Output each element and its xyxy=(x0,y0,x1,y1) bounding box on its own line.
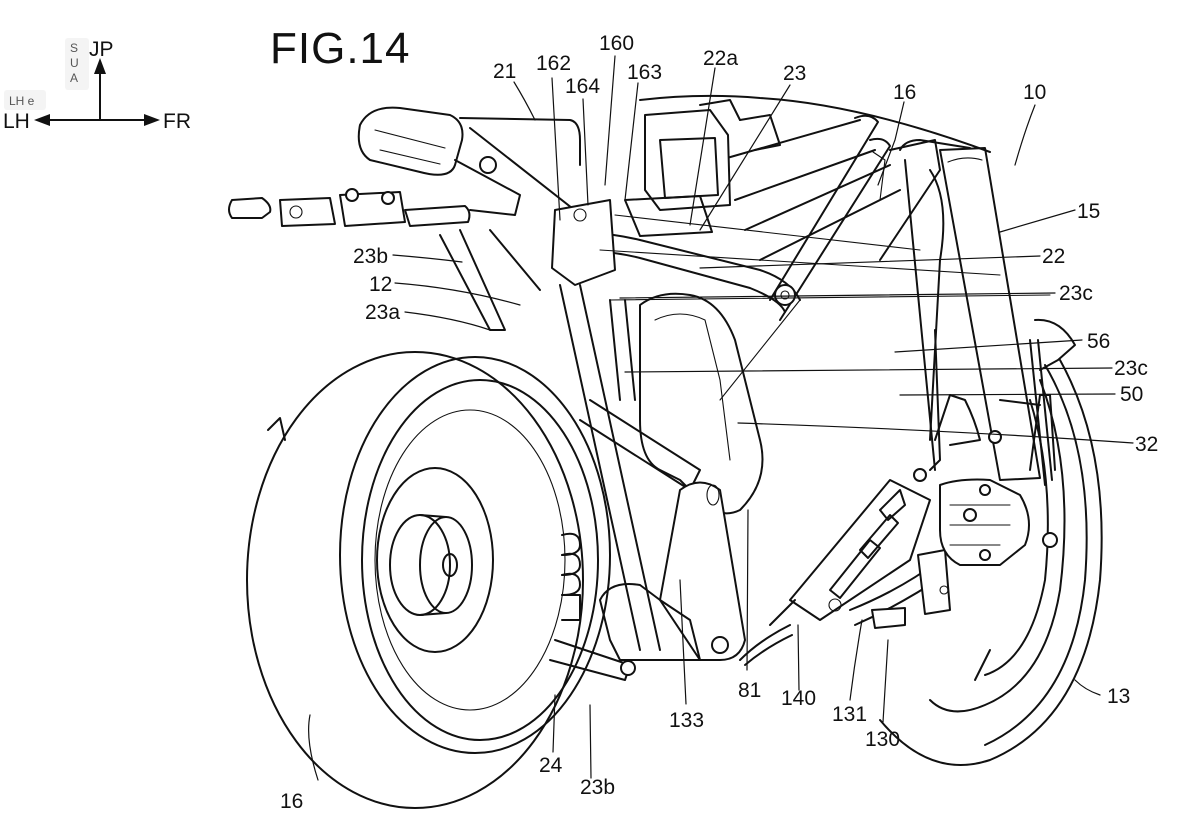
motorcycle-drawing xyxy=(228,94,1103,809)
leader-lines xyxy=(308,55,1134,781)
ref-label: 23c xyxy=(1059,282,1093,305)
leader-162 xyxy=(551,77,561,221)
ref-label: 13 xyxy=(1107,685,1130,708)
stand-assembly xyxy=(739,479,951,666)
lower-housing xyxy=(599,583,701,661)
front-fender xyxy=(1034,318,1076,371)
right-arrow-icon xyxy=(144,114,160,126)
leader-15 xyxy=(999,209,1076,233)
ref-label: 23c xyxy=(1114,357,1148,380)
overlay-letter-s: S xyxy=(70,41,78,55)
leader-32 xyxy=(737,422,1134,444)
rear-shock xyxy=(549,532,636,681)
up-arrow-icon xyxy=(94,58,106,74)
leader-23 xyxy=(689,67,716,226)
ref-label: 130 xyxy=(865,728,900,751)
ref-label: 133 xyxy=(669,709,704,732)
leader-22 xyxy=(513,81,536,121)
ref-label: 163 xyxy=(627,61,662,84)
leader-140 xyxy=(797,624,800,691)
main-frame-tubes xyxy=(719,114,945,441)
leader-10 xyxy=(1014,104,1036,166)
ref-label: 23a xyxy=(365,301,400,324)
leader-12 xyxy=(394,282,521,306)
ref-label: 23 xyxy=(783,62,806,85)
handle-assembly-left xyxy=(228,188,471,227)
orientation-indicator: S U A LH e JP LH FR xyxy=(3,38,191,133)
leader-23b-left xyxy=(404,311,491,331)
leader-23c-right xyxy=(619,292,1056,299)
rear-subframe xyxy=(439,199,661,651)
ref-label: 16 xyxy=(280,790,303,813)
ref-label: 81 xyxy=(738,679,761,702)
left-arrow-icon xyxy=(34,114,50,126)
leader-13 xyxy=(1074,679,1101,696)
ref-label: 12 xyxy=(369,273,392,296)
leader-160 xyxy=(604,55,616,186)
power-unit xyxy=(579,292,764,515)
seat-frame xyxy=(357,106,601,231)
ref-label: 16 xyxy=(893,81,916,104)
upper-cover-outline xyxy=(639,94,991,153)
ref-label: 162 xyxy=(536,52,571,75)
leader-56 xyxy=(894,339,1083,353)
figure-title: FIG.14 xyxy=(270,24,411,73)
leader-23b-right xyxy=(624,367,1113,373)
axis-label-up: JP xyxy=(89,38,114,61)
leader-130 xyxy=(882,639,889,723)
axis-label-left: LH xyxy=(3,110,30,133)
ref-label: 23b xyxy=(580,776,615,799)
ref-label: 22 xyxy=(1042,245,1065,268)
control-unit-block xyxy=(624,99,781,237)
leader-22a xyxy=(699,255,1041,269)
leader-81 xyxy=(746,509,749,671)
ref-label: 131 xyxy=(832,703,867,726)
ref-label: 164 xyxy=(565,75,600,98)
leader-23a xyxy=(699,84,791,231)
leader-163 xyxy=(624,82,639,201)
ref-label: 23b xyxy=(353,245,388,268)
ref-label: 160 xyxy=(599,32,634,55)
ref-label: 22a xyxy=(703,47,738,70)
leader-27 xyxy=(552,694,556,753)
link-plate xyxy=(659,481,746,661)
axis-label-forward: FR xyxy=(163,110,191,133)
ref-label: 15 xyxy=(1077,200,1100,223)
leader-23c-left xyxy=(392,254,463,263)
overlay-badge-vertical xyxy=(65,38,89,90)
ref-label: 32 xyxy=(1135,433,1158,456)
overlay-letter-a: A xyxy=(70,71,78,85)
ref-label: 24 xyxy=(539,754,563,777)
overlay-lh-e: LH e xyxy=(9,94,35,108)
bolt xyxy=(774,284,796,306)
ref-label: 56 xyxy=(1087,330,1110,353)
ref-label: 140 xyxy=(781,687,816,710)
leader-16 xyxy=(308,714,319,781)
leader-131 xyxy=(849,619,863,701)
leader-21 xyxy=(877,101,905,186)
ref-label: 10 xyxy=(1023,81,1046,104)
rear-wheel xyxy=(246,351,611,809)
ref-label: 50 xyxy=(1120,383,1143,406)
leader-50 xyxy=(899,393,1116,396)
front-wheel xyxy=(879,359,1103,766)
overlay-letter-u: U xyxy=(70,56,79,70)
front-fork xyxy=(899,139,1041,481)
reference-labels: 21 162 164 160 163 22a 23 16 10 15 22 23… xyxy=(280,32,1158,813)
leader-133 xyxy=(679,579,687,705)
ref-label: 21 xyxy=(493,60,516,83)
overlay-badge-horizontal xyxy=(4,90,46,110)
leader-24 xyxy=(589,704,592,779)
leader-164 xyxy=(582,98,589,206)
